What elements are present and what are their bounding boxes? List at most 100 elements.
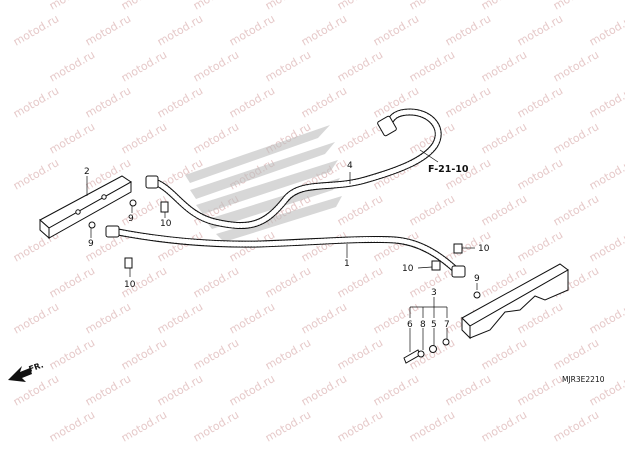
watermark-text: motod.ru — [83, 300, 133, 336]
watermark-text: motod.ru — [515, 12, 565, 48]
watermark-text: motod.ru — [479, 336, 529, 372]
front-direction-indicator: FR. — [8, 360, 45, 382]
watermark-text: motod.ru — [155, 300, 205, 336]
watermark-text: motod.ru — [227, 84, 277, 120]
watermark-text: motod.ru — [47, 264, 97, 300]
watermark-text: motod.ru — [371, 300, 421, 336]
watermark-text: motod.ru — [263, 48, 313, 84]
watermark-text: motod.ru — [407, 48, 457, 84]
fuel-rail-left — [39, 175, 132, 240]
watermark-text: motod.ru — [443, 12, 493, 48]
watermark-text: motod.ru — [335, 336, 385, 372]
watermark-text: motod.ru — [587, 228, 625, 264]
watermark-text: motod.ru — [83, 372, 133, 408]
callout-9b: 9 — [88, 239, 94, 249]
watermark-text: motod.ru — [119, 120, 169, 156]
diagram-code: MJR3E2210 — [562, 375, 605, 384]
watermark-text: motod.ru — [191, 264, 241, 300]
watermark-text: motod.ru — [407, 192, 457, 228]
callout-10c: 10 — [478, 244, 490, 254]
watermark-text: motod.ru — [83, 84, 133, 120]
watermark-text: motod.ru — [299, 228, 349, 264]
watermark-text: motod.ru — [155, 12, 205, 48]
watermark-text: motod.ru — [47, 0, 97, 13]
callout-labels: 2 4 9 10 9 10 1 10 10 9 3 6 8 5 7 — [84, 161, 490, 330]
watermark-text: motod.ru — [11, 300, 61, 336]
watermark-text: motod.ru — [11, 12, 61, 48]
fuel-rail-right — [461, 263, 569, 340]
watermark-text: motod.ru — [11, 156, 61, 192]
watermark-text: motod.ru — [263, 408, 313, 444]
callout-6: 6 — [407, 320, 413, 330]
callout-1: 1 — [344, 259, 350, 269]
watermark-text: motod.ru — [479, 120, 529, 156]
watermark-text: motod.ru — [479, 0, 529, 13]
callout-9c: 9 — [474, 274, 480, 284]
watermark-text: motod.ru — [263, 336, 313, 372]
watermark-text: motod.ru — [479, 192, 529, 228]
watermark-text: motod.ru — [119, 0, 169, 13]
watermark-text: motod.ru — [515, 228, 565, 264]
watermark-text: motod.ru — [191, 48, 241, 84]
callout-10d: 10 — [402, 264, 414, 274]
watermark-text: motod.ru — [335, 192, 385, 228]
watermark-text: motod.ru — [587, 84, 625, 120]
wing-logo-background — [185, 125, 342, 242]
callout-2: 2 — [84, 167, 90, 177]
watermark-text: motod.ru — [47, 408, 97, 444]
watermark-text: motod.ru — [551, 120, 601, 156]
front-label: FR. — [28, 360, 45, 374]
watermark-text: motod.ru — [191, 120, 241, 156]
fuel-hose-upper — [145, 108, 442, 229]
watermark-text: motod.ru — [551, 48, 601, 84]
watermark-text: motod.ru — [11, 84, 61, 120]
watermark-text: motod.ru — [551, 408, 601, 444]
watermark-text: motod.ru — [299, 84, 349, 120]
watermark-text: motod.ru — [335, 120, 385, 156]
callout-5: 5 — [431, 320, 437, 330]
leader-lines — [86, 149, 478, 352]
callout-8: 8 — [420, 320, 426, 330]
arrow-left-icon — [8, 366, 32, 382]
watermark-text: motod.ru — [299, 300, 349, 336]
callout-10b: 10 — [124, 280, 136, 290]
watermark-text: motod.ru — [587, 300, 625, 336]
watermark-text: motod.ru — [227, 12, 277, 48]
callout-9a: 9 — [128, 214, 134, 224]
watermark-text: motod.ru — [587, 12, 625, 48]
watermark-text: motod.ru — [551, 336, 601, 372]
watermark-text: motod.ru — [515, 156, 565, 192]
fasteners — [88, 199, 481, 364]
watermark-text: motod.ru — [227, 300, 277, 336]
watermark-text: motod.ru — [155, 228, 205, 264]
watermark-text: motod.ru — [47, 120, 97, 156]
watermark-text: motod.ru — [371, 12, 421, 48]
watermark-text: motod.ru — [83, 12, 133, 48]
fuel-hose-lower — [105, 225, 466, 278]
watermark-text: motod.ru — [119, 408, 169, 444]
watermark-text: motod.ru — [479, 48, 529, 84]
watermark-text: motod.ru — [191, 408, 241, 444]
watermark-text: motod.ru — [191, 0, 241, 13]
watermark-text: motod.ru — [371, 372, 421, 408]
watermark-text: motod.ru — [443, 84, 493, 120]
watermark-text: motod.ru — [335, 48, 385, 84]
watermark-text: motod.ru — [119, 336, 169, 372]
watermark-text: motod.ru — [335, 0, 385, 13]
watermark-text: motod.ru — [299, 372, 349, 408]
watermark-text: motod.ru — [587, 156, 625, 192]
reference-label: F-21-10 — [428, 164, 469, 175]
watermark-text: motod.ru — [335, 408, 385, 444]
watermark-text: motod.ru — [335, 264, 385, 300]
watermark-text: motod.ru — [227, 372, 277, 408]
watermark-text: motod.ru — [479, 408, 529, 444]
watermark-text: motod.ru — [407, 0, 457, 13]
watermark-text: motod.ru — [443, 372, 493, 408]
watermark-text: motod.ru — [155, 84, 205, 120]
watermark-text: motod.ru — [155, 372, 205, 408]
watermark-text: motod.ru — [515, 84, 565, 120]
callout-4: 4 — [347, 161, 353, 171]
callout-10a: 10 — [160, 219, 172, 229]
